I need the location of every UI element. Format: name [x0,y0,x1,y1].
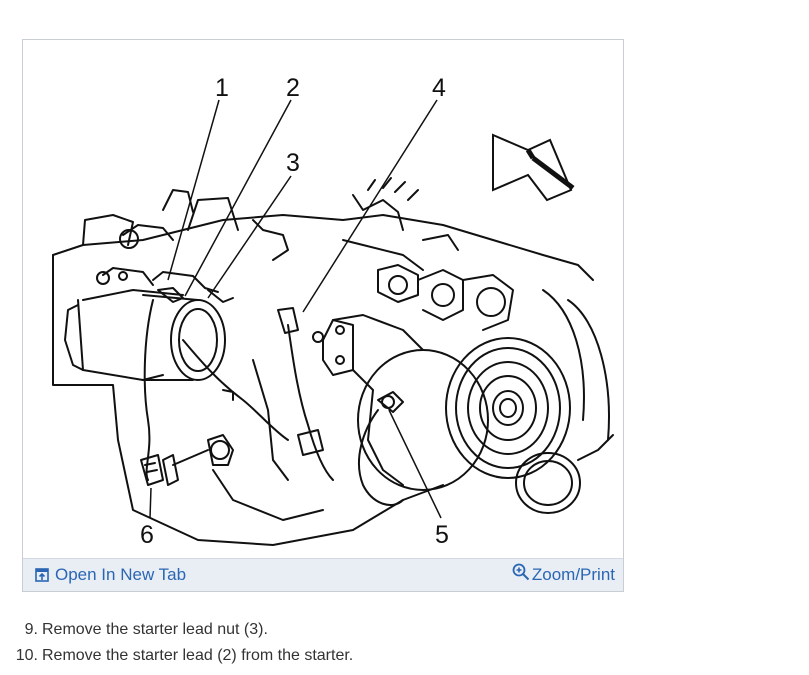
callout-5: 5 [435,521,449,549]
step-item: 9. Remove the starter lead nut (3). [0,617,353,643]
zoom-print-label: Zoom/Print [531,565,615,584]
callout-4: 4 [432,74,446,102]
figure-container: 1 2 3 4 5 6 Open In New Tab [22,39,624,592]
callout-6: 6 [140,521,154,549]
diagram-svg: 1 2 3 4 5 6 [52,74,614,549]
open-new-tab-icon [35,568,49,582]
front-direction-arrow [492,133,575,202]
step-number: 10. [15,647,38,664]
instruction-steps: 9. Remove the starter lead nut (3). 10. … [0,617,353,669]
engine-starter-diagram: 1 2 3 4 5 6 [23,40,623,558]
step-number: 9. [24,621,38,638]
callout-leader-lines [149,99,442,519]
zoom-print-link[interactable]: Zoom/Print [512,563,615,585]
step-text: Remove the starter lead nut (3). [42,621,268,638]
callout-1: 1 [215,74,229,102]
zoom-magnifier-icon [512,563,530,581]
open-in-new-tab-label: Open In New Tab [55,565,187,584]
callout-3: 3 [286,149,300,177]
step-item: 10. Remove the starter lead (2) from the… [0,643,353,669]
callout-2: 2 [286,74,300,102]
figure-toolbar: Open In New Tab Zoom/Print [23,558,623,591]
engine-line-art [52,177,614,546]
open-in-new-tab-link[interactable]: Open In New Tab [35,565,186,585]
step-text: Remove the starter lead (2) from the sta… [42,647,354,664]
